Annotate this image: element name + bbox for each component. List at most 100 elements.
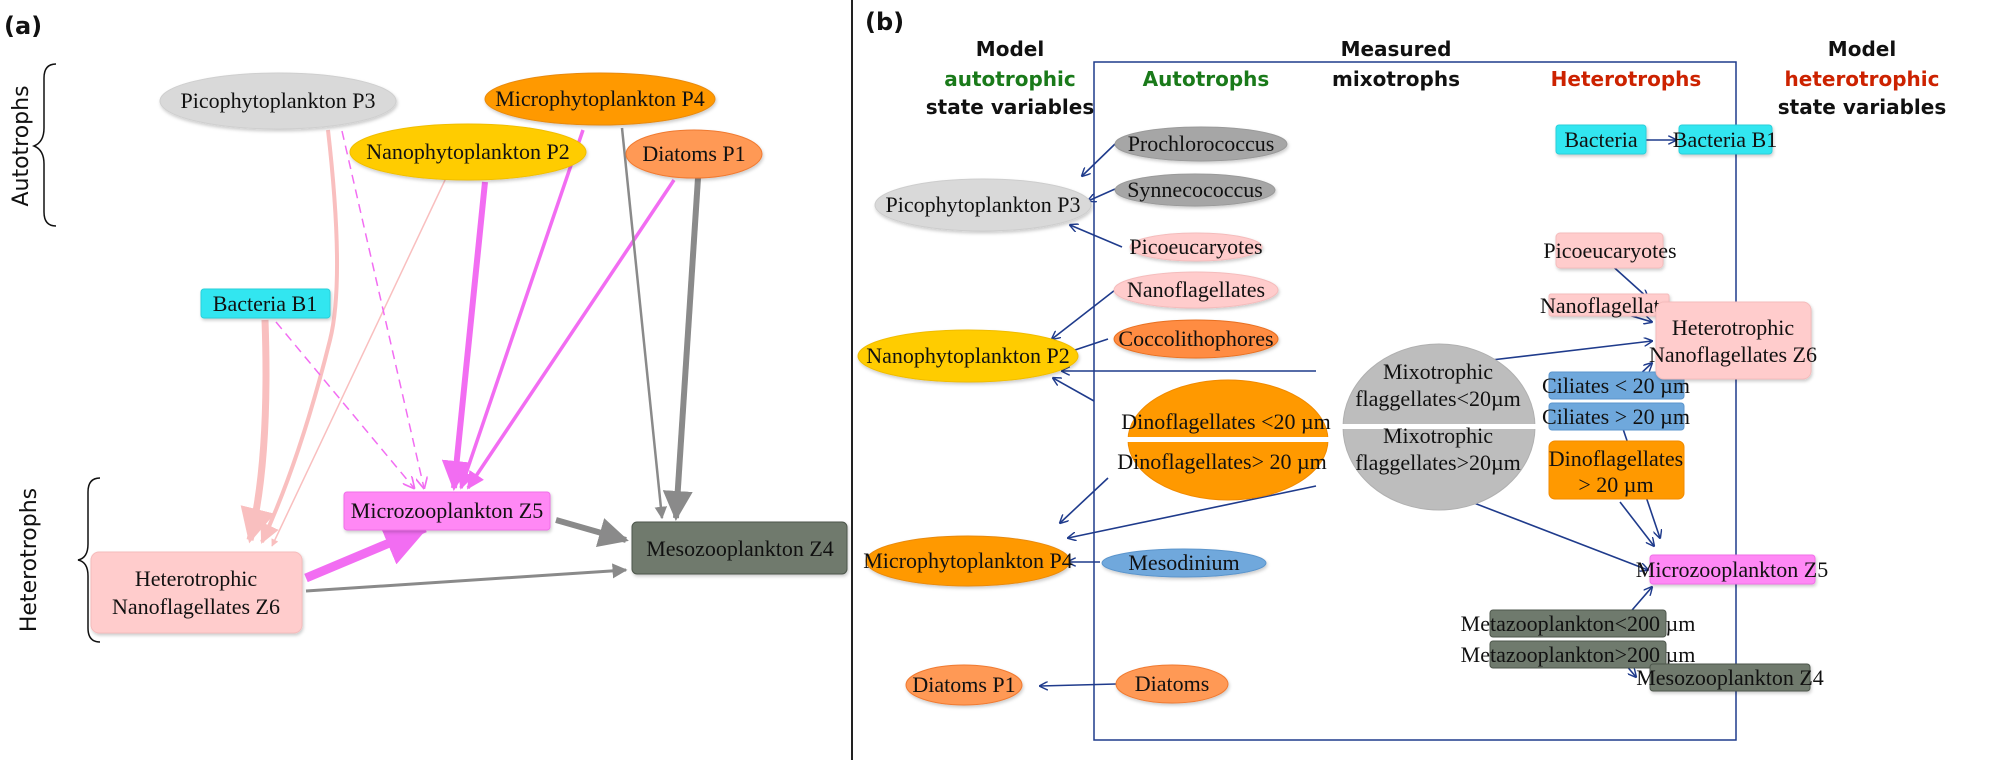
edge-diatoms-to-z5 <box>466 179 676 490</box>
header-model-hetero-line1: Model <box>1828 37 1896 61</box>
mixo-small-line1: Mixotrophic <box>1383 359 1493 384</box>
node-microzooplankton-z5: Microzooplankton Z5 <box>343 491 551 531</box>
svg-text:Nanoflagellates Z6: Nanoflagellates Z6 <box>1649 342 1817 367</box>
measured-mesodinium: Mesodinium <box>1101 548 1267 578</box>
model-heterotrophic-nanoflagellates-z6: Heterotrophic Nanoflagellates Z6 <box>1649 301 1817 380</box>
dino-small-label: Dinoflagellates <20 µm <box>1121 409 1331 434</box>
svg-text:Nanoflagellates Z6: Nanoflagellates Z6 <box>112 594 280 619</box>
arrow-nanoflagellates-to-p2 <box>1052 289 1116 339</box>
edge-bacteria-to-z6 <box>240 319 275 544</box>
node-picophytoplankton-p3: Picophytoplankton P3 <box>159 72 397 130</box>
autotrophs-brace <box>31 63 57 227</box>
svg-text:Metazooplankton<200 µm: Metazooplankton<200 µm <box>1461 611 1696 636</box>
panel-a: (a) Autotrophs Heterotrophs <box>4 12 848 643</box>
edges-to-z4 <box>305 127 701 593</box>
model-nano-p2: Nanophytoplankton P2 <box>857 329 1079 383</box>
node-heterotrophic-nanoflagellates-z6: Heterotrophic Nanoflagellates Z6 <box>90 551 303 634</box>
svg-text:Nanophytoplankton P2: Nanophytoplankton P2 <box>366 139 570 164</box>
svg-text:Diatoms P1: Diatoms P1 <box>912 672 1015 697</box>
arrow-prochlorococcus-to-p3 <box>1082 143 1116 176</box>
header-model-hetero-line3: state variables <box>1778 95 1946 119</box>
edge-bacteria-to-z5-dashed <box>275 321 414 488</box>
svg-text:Metazooplankton>200 µm: Metazooplankton>200 µm <box>1461 642 1696 667</box>
svg-text:Bacteria: Bacteria <box>1564 127 1638 152</box>
measured-diatoms: Diatoms <box>1115 664 1229 704</box>
svg-text:Prochlorococcus: Prochlorococcus <box>1128 131 1275 156</box>
svg-text:Picophytoplankton P3: Picophytoplankton P3 <box>181 88 376 113</box>
model-micro-p4: Microphytoplankton P4 <box>863 535 1073 587</box>
node-microphytoplankton-p4: Microphytoplankton P4 <box>484 72 716 126</box>
header-model-auto-line3: state variables <box>926 95 1094 119</box>
edge-z5-to-z4 <box>555 517 629 548</box>
svg-text:Coccolithophores: Coccolithophores <box>1118 326 1273 351</box>
arrow-mixo-large-to-z5 <box>1447 492 1648 570</box>
svg-text:> 20 µm: > 20 µm <box>1578 472 1653 497</box>
model-mesozooplankton-z4: Mesozooplankton Z4 <box>1636 663 1824 692</box>
mixo-large-line2: flaggellates>20µm <box>1355 450 1521 475</box>
measured-mixotrophic-flagellates: Mixotrophic flaggellates<20µm Mixotrophi… <box>1340 343 1540 511</box>
measured-ciliates-small: Ciliates < 20 µm <box>1542 371 1690 400</box>
header-measured-line2: mixotrophs <box>1332 67 1460 91</box>
svg-text:Diatoms P1: Diatoms P1 <box>642 141 745 166</box>
measured-nanoflagellates-hetero: Nanoflagellates <box>1540 293 1678 318</box>
edge-nano-to-z6 <box>271 177 447 547</box>
edge-micro-to-z5 <box>457 129 585 490</box>
svg-text:Microphytoplankton P4: Microphytoplankton P4 <box>863 548 1073 573</box>
edge-z6-to-z4 <box>305 563 628 593</box>
svg-text:Heterotrophic: Heterotrophic <box>1672 315 1794 340</box>
edge-diatoms-to-z4 <box>662 177 701 521</box>
svg-text:Nanophytoplankton P2: Nanophytoplankton P2 <box>866 343 1070 368</box>
svg-text:Microphytoplankton P4: Microphytoplankton P4 <box>495 86 705 111</box>
svg-text:Microzooplankton Z5: Microzooplankton Z5 <box>1636 557 1828 582</box>
header-autotrophs: Autotrophs <box>1143 67 1270 91</box>
autotrophs-group-label: Autotrophs <box>9 85 34 206</box>
node-bacteria-b1: Bacteria B1 <box>200 288 331 319</box>
arrow-mixo-small-to-z6 <box>1465 341 1652 364</box>
edge-pico-to-z6 <box>260 129 340 544</box>
header-heterotrophs: Heterotrophs <box>1551 67 1702 91</box>
measured-picoeucaryotes-hetero: Picoeucaryotes <box>1543 232 1677 269</box>
svg-text:Nanoflagellates: Nanoflagellates <box>1540 293 1678 318</box>
panel-b-label: (b) <box>865 8 904 36</box>
svg-text:Bacteria B1: Bacteria B1 <box>213 291 317 316</box>
panel-a-label: (a) <box>4 12 42 40</box>
arrow-mixo-large-to-p4 <box>1068 485 1317 538</box>
measured-bacteria: Bacteria <box>1555 124 1647 155</box>
measured-metazooplankton-large: Metazooplankton>200 µm <box>1461 640 1696 669</box>
measured-metazooplankton-small: Metazooplankton<200 µm <box>1461 609 1696 638</box>
measured-coccolithophores: Coccolithophores <box>1113 319 1279 359</box>
edge-z6-to-z5 <box>304 522 430 583</box>
model-diatoms-p1: Diatoms P1 <box>905 664 1023 706</box>
svg-text:Mesodinium: Mesodinium <box>1128 550 1239 575</box>
node-diatoms-p1: Diatoms P1 <box>625 129 763 179</box>
model-bacteria-b1: Bacteria B1 <box>1673 124 1777 155</box>
svg-text:Picoeucaryotes: Picoeucaryotes <box>1129 234 1262 259</box>
svg-text:Ciliates > 20 µm: Ciliates > 20 µm <box>1542 404 1690 429</box>
svg-text:Mesozooplankton Z4: Mesozooplankton Z4 <box>1636 665 1824 690</box>
arrow-diatoms-to-p1 <box>1040 684 1117 686</box>
header-measured-line1: Measured <box>1341 37 1452 61</box>
arrow-dino-large-to-z5 <box>1619 501 1654 546</box>
arrow-synnecococcus-to-p3 <box>1088 188 1116 201</box>
header-model-auto-line1: Model <box>976 37 1044 61</box>
arrow-picoeucaryotes-to-p3 <box>1070 225 1123 248</box>
svg-text:Microzooplankton Z5: Microzooplankton Z5 <box>351 498 543 523</box>
svg-text:Heterotrophic: Heterotrophic <box>135 566 257 591</box>
measured-nanoflagellates-auto: Nanoflagellates <box>1113 271 1279 309</box>
model-pico-p3: Picophytoplankton P3 <box>874 178 1092 232</box>
measured-dinoflagellates-hetero: Dinoflagellates > 20 µm <box>1548 440 1685 500</box>
measured-dinoflagellates-split: Dinoflagellates <20 µm Dinoflagellates> … <box>1117 379 1340 501</box>
measured-ciliates-large: Ciliates > 20 µm <box>1542 402 1690 431</box>
measured-prochlorococcus: Prochlorococcus <box>1114 126 1288 162</box>
svg-text:Synnecococcus: Synnecococcus <box>1127 177 1263 202</box>
svg-text:Nanoflagellates: Nanoflagellates <box>1127 277 1265 302</box>
edge-nano-to-z5 <box>441 181 488 491</box>
mixo-large-line1: Mixotrophic <box>1383 423 1493 448</box>
node-nanophytoplankton-p2: Nanophytoplankton P2 <box>349 123 587 181</box>
svg-text:Mesozooplankton Z4: Mesozooplankton Z4 <box>646 536 834 561</box>
measured-picoeucaryotes-auto: Picoeucaryotes <box>1129 232 1263 262</box>
header-model-auto-line2: autotrophic <box>944 67 1075 91</box>
dino-large-label: Dinoflagellates> 20 µm <box>1117 449 1327 474</box>
svg-text:Picophytoplankton P3: Picophytoplankton P3 <box>886 192 1081 217</box>
